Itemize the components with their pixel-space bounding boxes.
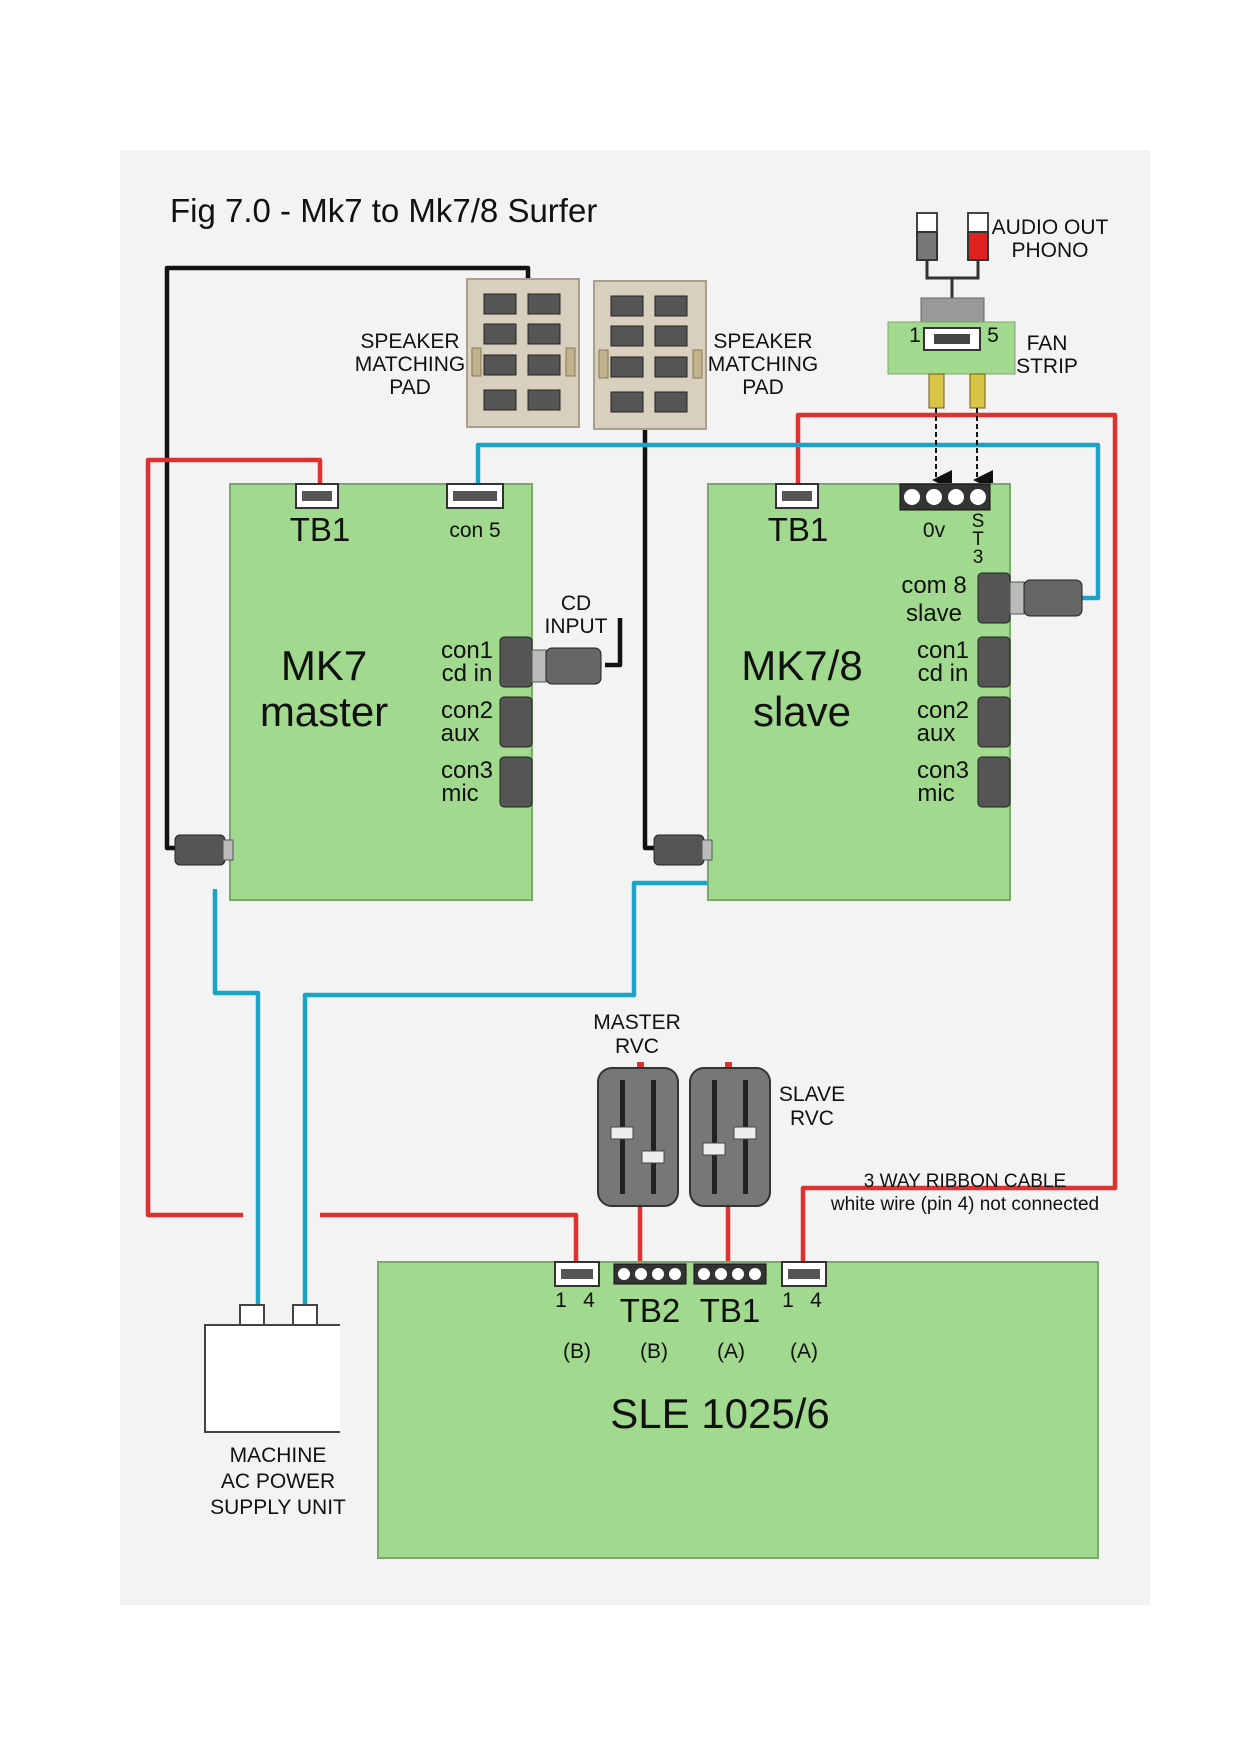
audio-out-line1: AUDIO OUT — [992, 216, 1109, 239]
slave-0v-label: 0v — [923, 519, 946, 542]
master-con1-label: con1 — [441, 637, 493, 664]
fan-strip-pin-left: 1 — [909, 324, 921, 347]
ribbon-note-line1: 3 WAY RIBBON CABLE — [864, 1171, 1066, 1192]
fan-strip-line1: FAN — [1027, 332, 1068, 355]
master-con1-sub: cd in — [442, 660, 493, 687]
slave-name-line1: MK7/8 — [741, 642, 862, 689]
speaker-pad-left — [466, 278, 580, 428]
red-wire-sle-b — [320, 1212, 579, 1262]
master-name-line2: master — [260, 688, 388, 735]
diagram-title: Fig 7.0 - Mk7 to Mk7/8 Surfer — [170, 192, 597, 229]
cd-input-plug-icon — [531, 647, 602, 685]
cd-input-line1: CD — [561, 592, 591, 615]
sle-b-pin4: 4 — [583, 1289, 595, 1312]
fan-strip-line2: STRIP — [1016, 355, 1078, 378]
master-con2-label: con2 — [441, 697, 493, 724]
master-tb1-label: TB1 — [290, 511, 351, 548]
sle-tag-a1: (A) — [717, 1340, 745, 1363]
ribbon-note-line2: white wire (pin 4) not connected — [830, 1194, 1099, 1215]
speaker-pad-right-line2: MATCHING — [708, 353, 818, 376]
blue-wire-master-psu — [212, 889, 261, 1305]
audio-out-line2: PHONO — [1011, 239, 1088, 262]
master-con2-sub: aux — [441, 720, 480, 747]
sle-tag-a2: (A) — [790, 1340, 818, 1363]
sle-tb2-label: TB2 — [620, 1292, 681, 1329]
sle-tb1-label: TB1 — [700, 1292, 761, 1329]
master-rvc-line2: RVC — [615, 1035, 659, 1058]
black-wire-master — [164, 265, 531, 851]
slave-con3-label: con3 — [917, 757, 969, 784]
cd-input-wire — [605, 618, 623, 668]
mk78-slave-board — [653, 483, 1011, 901]
sle-a-pin1: 1 — [782, 1289, 794, 1312]
slave-rvc-line1: SLAVE — [779, 1083, 845, 1106]
speaker-pad-left-line3: PAD — [389, 376, 431, 399]
blue-wire-slave-psu — [302, 880, 708, 1305]
slave-con1-label: con1 — [917, 637, 969, 664]
master-con5-label: con 5 — [449, 519, 500, 542]
sle-tag-b1: (B) — [563, 1340, 591, 1363]
slave-name-line2: slave — [753, 688, 851, 735]
slave-con2-sub: aux — [917, 720, 956, 747]
phono-plugs-icon — [916, 212, 989, 298]
sle-board — [377, 1261, 1099, 1559]
slave-com8-label: com 8 — [901, 572, 966, 599]
psu-line1: MACHINE — [230, 1444, 327, 1467]
slave-con1-sub: cd in — [918, 660, 969, 687]
psu-unit — [204, 1304, 340, 1433]
master-rvc — [597, 1062, 679, 1207]
sle-name: SLE 1025/6 — [610, 1390, 830, 1437]
slave-st3-s: S — [972, 511, 985, 532]
cd-input-line2: INPUT — [545, 615, 608, 638]
slave-tb1-label: TB1 — [768, 511, 829, 548]
slave-st3-t: T — [972, 529, 984, 550]
slave-rvc-line2: RVC — [790, 1107, 834, 1130]
com8-plug-icon — [1009, 579, 1083, 617]
sle-b-pin1: 1 — [555, 1289, 567, 1312]
red-wire-ribbon — [795, 412, 1118, 1262]
red-wire-master-tb1 — [145, 457, 323, 1218]
slave-st3-3: 3 — [973, 547, 984, 568]
psu-line3: SUPPLY UNIT — [210, 1496, 346, 1519]
speaker-pad-right-line3: PAD — [742, 376, 784, 399]
slave-con3-sub: mic — [917, 780, 954, 807]
master-rvc-line1: MASTER — [593, 1011, 681, 1034]
slave-rvc — [689, 1062, 771, 1207]
fan-strip — [887, 297, 1016, 409]
slave-con2-label: con2 — [917, 697, 969, 724]
master-name-line1: MK7 — [281, 642, 367, 689]
fan-strip-pin-right: 5 — [987, 324, 999, 347]
speaker-pad-left-line2: MATCHING — [355, 353, 465, 376]
speaker-pad-left-line1: SPEAKER — [360, 330, 459, 353]
speaker-pad-right — [593, 280, 707, 430]
master-con3-label: con3 — [441, 757, 493, 784]
mk7-master-board — [174, 483, 533, 901]
master-con3-sub: mic — [441, 780, 478, 807]
slave-com8-sub: slave — [906, 600, 962, 627]
speaker-pad-right-line1: SPEAKER — [713, 330, 812, 353]
sle-tag-b2: (B) — [640, 1340, 668, 1363]
sle-a-pin4: 4 — [810, 1289, 822, 1312]
blue-wire-con5-com8 — [475, 442, 1101, 601]
psu-line2: AC POWER — [221, 1470, 335, 1493]
